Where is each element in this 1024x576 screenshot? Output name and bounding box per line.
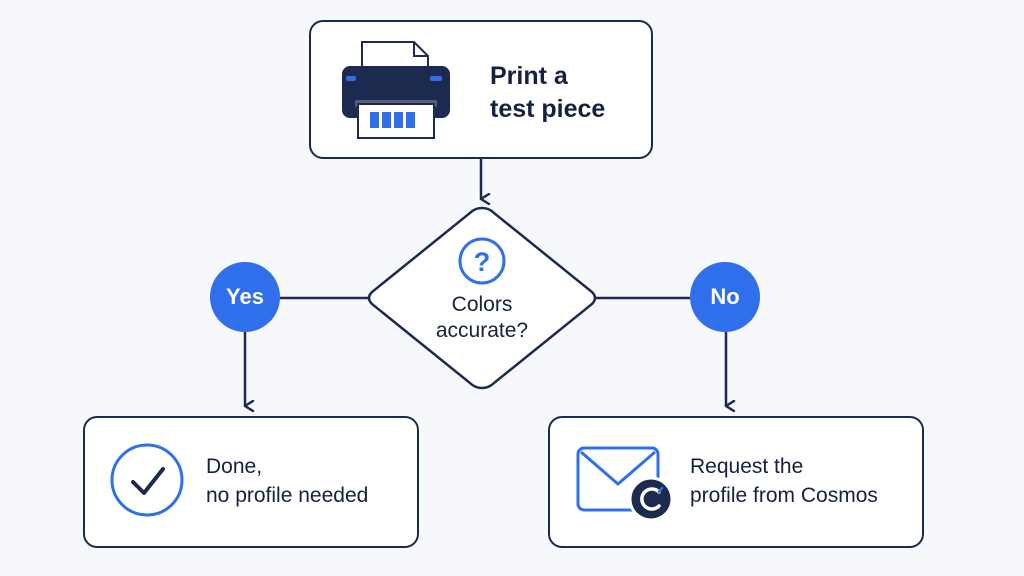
- done-label-line-2: no profile needed: [206, 484, 369, 507]
- print-test-piece-label: Print a test piece: [490, 60, 605, 126]
- done-label-line-1: Done,: [206, 455, 263, 478]
- print-label-line-2: test piece: [490, 95, 606, 123]
- svg-text:?: ?: [474, 247, 491, 277]
- question-icon: ?: [458, 237, 506, 285]
- request-label-line-2: profile from Cosmos: [690, 484, 878, 507]
- decision-label-line-1: Colors: [451, 293, 513, 316]
- print-label-line-1: Print a: [490, 62, 568, 90]
- request-profile-label: Request the profile from Cosmos: [690, 452, 878, 510]
- no-badge: No: [690, 262, 760, 332]
- yes-badge: Yes: [210, 262, 280, 332]
- decision-label: Colors accurate?: [420, 292, 544, 344]
- done-label: Done, no profile needed: [206, 452, 368, 510]
- request-label-line-1: Request the: [690, 455, 804, 478]
- decision-label-line-2: accurate?: [435, 319, 529, 342]
